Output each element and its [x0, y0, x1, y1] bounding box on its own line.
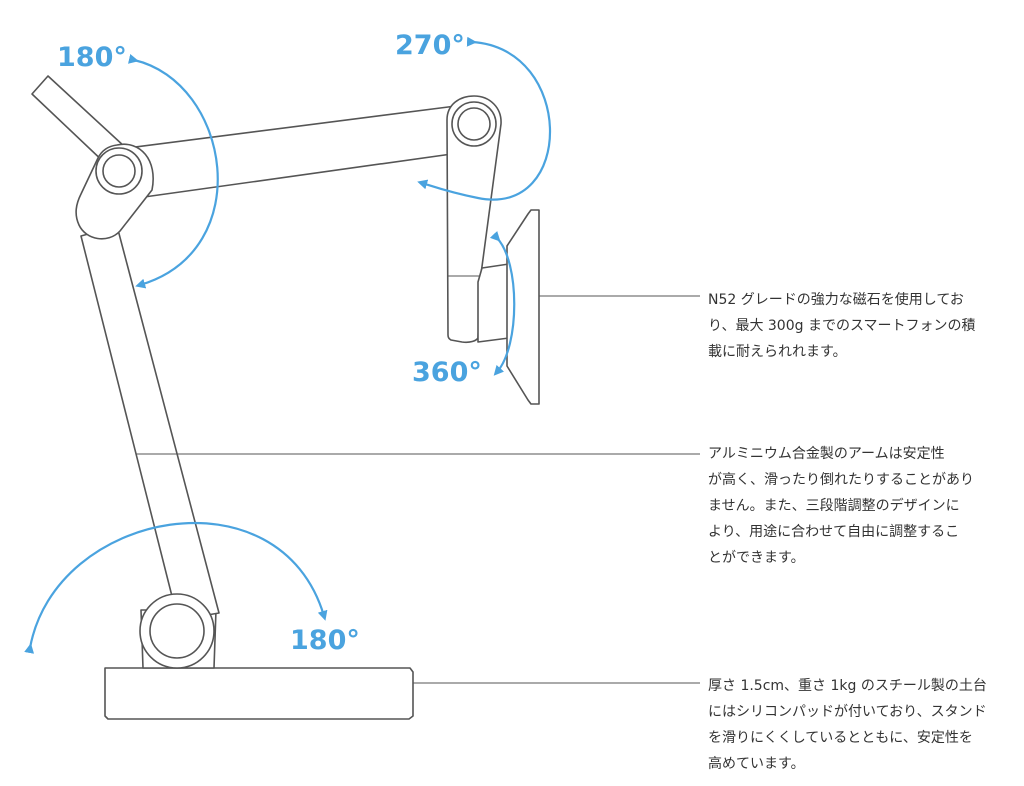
base-description: 厚さ 1.5cm、重さ 1kg のスチール製の土台 にはシリコンパッドが付いてお…	[708, 673, 1008, 777]
base-description-line: にはシリコンパッドが付いており、スタンド	[708, 704, 987, 720]
magnet-description-line: N52 グレードの強力な磁石を使用してお	[708, 292, 964, 308]
arm-description-line: とができます。	[708, 550, 805, 566]
magnet-description-line: り、最大 300g までのスマートフォンの積	[708, 318, 976, 334]
leader-lines	[172, 295, 700, 684]
base-description-line: 厚さ 1.5cm、重さ 1kg のスチール製の土台	[708, 678, 987, 694]
angle-label-top-right: 270°	[395, 30, 465, 61]
angle-label-top-left: 180°	[57, 42, 127, 73]
arrow-top-right-rotation	[417, 36, 552, 201]
arrow-mount-rotation	[489, 230, 516, 376]
rotation-arrows	[24, 36, 552, 654]
arrow-base-rotation	[24, 521, 328, 654]
arm-description: アルミニウム合金製のアームは安定性 が高く、滑ったり倒れたりすることがあり ませ…	[708, 441, 1008, 571]
upper-arm	[119, 105, 467, 199]
arm-description-line: より、用途に合わせて自由に調整するこ	[708, 524, 960, 540]
arm-description-line: ません。また、三段階調整のデザインに	[708, 498, 960, 514]
base-description-line: を滑りにくくしているとともに、安定性を	[708, 730, 973, 746]
angle-label-mount: 360°	[412, 357, 482, 388]
arrow-top-left-rotation	[128, 54, 219, 289]
magnetic-plate	[506, 209, 540, 405]
magnet-description: N52 グレードの強力な磁石を使用してお り、最大 300g までのスマートフォ…	[708, 287, 1008, 365]
long-arm	[80, 225, 220, 621]
arm-description-line: が高く、滑ったり倒れたりすることがあり	[708, 472, 974, 488]
arm-description-line: アルミニウム合金製のアームは安定性	[708, 446, 945, 462]
mount-connector	[477, 263, 510, 343]
magnet-description-line: 載に耐えられれます。	[708, 344, 847, 360]
steel-base	[104, 667, 414, 720]
angle-label-base: 180°	[290, 625, 360, 656]
base-description-line: 高めています。	[708, 756, 805, 772]
stand-illustration	[31, 75, 540, 720]
